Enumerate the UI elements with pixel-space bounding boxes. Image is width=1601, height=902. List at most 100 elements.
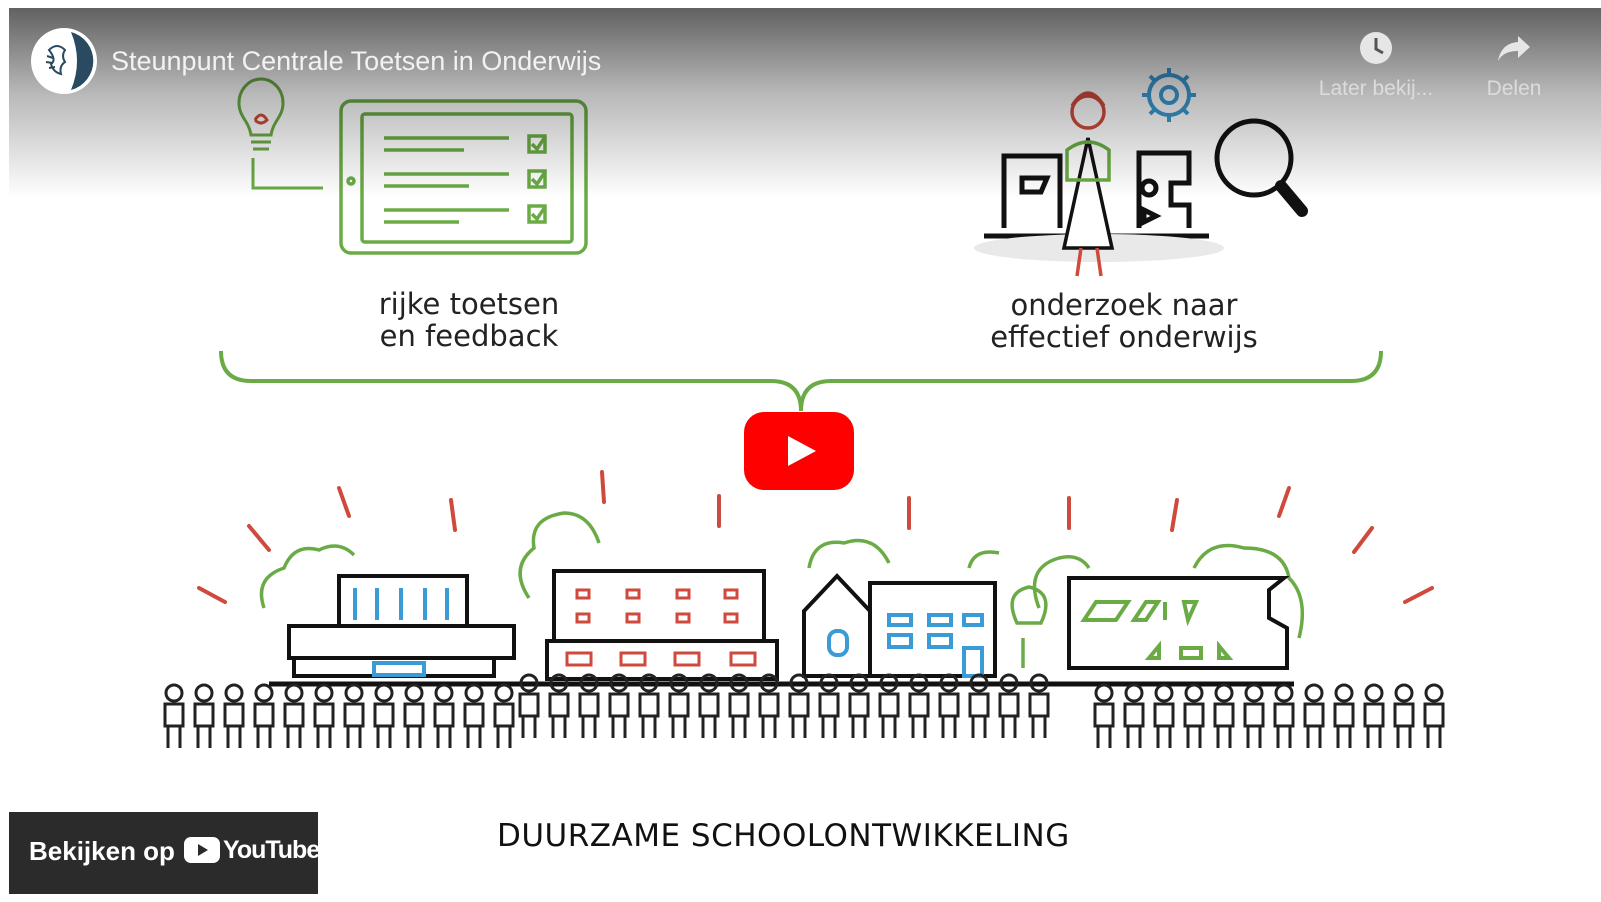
- person-head: [519, 673, 539, 693]
- person-head: [609, 673, 629, 693]
- person-head: [404, 683, 424, 703]
- person-head: [1184, 683, 1204, 703]
- watch-on-youtube-button[interactable]: Bekijken op YouTube: [9, 812, 320, 894]
- person-head: [1154, 683, 1174, 703]
- person-head: [999, 673, 1019, 693]
- person-body: [1153, 702, 1175, 748]
- person-head: [284, 683, 304, 703]
- video-title[interactable]: Steunpunt Centrale Toetsen in Onderwijs: [111, 46, 602, 76]
- left-label-line1: rijke toetsen: [378, 287, 560, 321]
- person-head: [1364, 683, 1384, 703]
- person-head: [344, 683, 364, 703]
- watch-later-label: Later bekij...: [1318, 77, 1434, 100]
- person-head: [729, 673, 749, 693]
- person-head: [434, 683, 454, 703]
- channel-logo[interactable]: [31, 28, 97, 94]
- person-body: [1273, 702, 1295, 748]
- person-head: [789, 673, 809, 693]
- video-player[interactable]: Steunpunt Centrale Toetsen in Onderwijs …: [9, 8, 1601, 902]
- person-body: [998, 692, 1020, 738]
- person-body: [548, 692, 570, 738]
- person-body: [908, 692, 930, 738]
- person-body: [343, 702, 365, 748]
- person-head: [1304, 683, 1324, 703]
- share-label: Delen: [1486, 77, 1542, 100]
- crowd: [163, 673, 1445, 748]
- person-body: [283, 702, 305, 748]
- right-label: onderzoek naar effectief onderwijs: [974, 289, 1274, 353]
- person-body: [1243, 702, 1265, 748]
- person-head: [494, 683, 514, 703]
- person-head: [254, 683, 274, 703]
- person-body: [163, 702, 185, 748]
- watch-on-label: Bekijken op: [29, 836, 175, 866]
- person-head: [1394, 683, 1414, 703]
- person-body: [223, 702, 245, 748]
- person-body: [313, 702, 335, 748]
- person-body: [938, 692, 960, 738]
- person-body: [668, 692, 690, 738]
- person-body: [1028, 692, 1050, 738]
- person-body: [1363, 702, 1385, 748]
- person-head: [819, 673, 839, 693]
- top-gradient: [9, 8, 1601, 198]
- person-body: [578, 692, 600, 738]
- person-body: [253, 702, 275, 748]
- person-body: [518, 692, 540, 738]
- play-button[interactable]: [744, 412, 854, 490]
- bottom-caption: DUURZAME SCHOOLONTWIKKELING: [497, 818, 1070, 854]
- right-label-line2: effectief onderwijs: [990, 320, 1258, 354]
- person-head: [224, 683, 244, 703]
- person-head: [314, 683, 334, 703]
- person-head: [1334, 683, 1354, 703]
- person-body: [1123, 702, 1145, 748]
- person-body: [788, 692, 810, 738]
- building-windows-green: [1080, 600, 1234, 660]
- person-body: [608, 692, 630, 738]
- person-body: [1213, 702, 1235, 748]
- person-head: [194, 683, 214, 703]
- person-head: [969, 673, 989, 693]
- celebration-rays: [197, 470, 1434, 604]
- play-icon: [744, 412, 854, 490]
- person-head: [164, 683, 184, 703]
- person-head: [849, 673, 869, 693]
- watch-later-button[interactable]: Later bekij...: [1306, 28, 1446, 101]
- person-head: [939, 673, 959, 693]
- person-head: [374, 683, 394, 703]
- clock-icon: [1360, 32, 1392, 64]
- person-head: [1274, 683, 1294, 703]
- person-body: [878, 692, 900, 738]
- person-body: [403, 702, 425, 748]
- person-head: [699, 673, 719, 693]
- person-body: [728, 692, 750, 738]
- person-body: [638, 692, 660, 738]
- person-head: [1424, 683, 1444, 703]
- share-button[interactable]: Delen: [1444, 28, 1584, 101]
- person-head: [1094, 683, 1114, 703]
- lion-logo-icon: [32, 29, 96, 93]
- left-label-line2: en feedback: [379, 319, 559, 353]
- person-head: [1029, 673, 1049, 693]
- person-body: [968, 692, 990, 738]
- person-head: [639, 673, 659, 693]
- person-body: [818, 692, 840, 738]
- person-body: [758, 692, 780, 738]
- person-head: [549, 673, 569, 693]
- building-windows-red: [565, 588, 757, 667]
- person-head: [909, 673, 929, 693]
- person-body: [698, 692, 720, 738]
- person-head: [579, 673, 599, 693]
- person-head: [879, 673, 899, 693]
- person-body: [433, 702, 455, 748]
- person-head: [1214, 683, 1234, 703]
- person-body: [1393, 702, 1415, 748]
- youtube-brand: YouTube: [223, 836, 320, 864]
- trees: [259, 511, 1305, 668]
- person-head: [759, 673, 779, 693]
- person-body: [1303, 702, 1325, 748]
- person-body: [1333, 702, 1355, 748]
- connector-brace: [219, 350, 1383, 412]
- person-body: [1423, 702, 1445, 748]
- person-body: [193, 702, 215, 748]
